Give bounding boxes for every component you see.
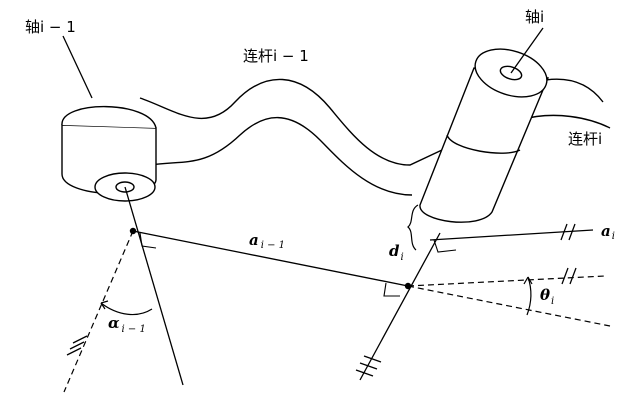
label-a-curr: ai xyxy=(601,222,615,242)
alpha-arrow xyxy=(100,300,109,310)
label-axis-curr: 轴i xyxy=(525,8,544,26)
link-prev-body xyxy=(139,78,443,196)
axis-curr-lower xyxy=(359,232,441,381)
common-normal-prev xyxy=(132,230,409,287)
theta-arrow xyxy=(523,276,533,285)
cylinder-prev xyxy=(61,105,157,202)
axis-prev-lower xyxy=(124,186,184,386)
theta-arc xyxy=(526,276,532,316)
axis-prev-upper xyxy=(62,35,93,99)
label-d-curr: di xyxy=(389,242,404,263)
label-theta: θi xyxy=(540,286,554,307)
origin-curr xyxy=(404,282,412,290)
right-angle-markers xyxy=(139,232,457,297)
common-normal-curr xyxy=(429,229,594,241)
cylinder-curr xyxy=(419,48,549,223)
label-link-prev: 连杆i − 1 xyxy=(243,47,309,65)
alpha-arc xyxy=(100,302,153,316)
label-link-curr: 连杆i xyxy=(568,130,602,148)
axis-curr-upper xyxy=(510,27,544,74)
origin-prev xyxy=(129,227,137,235)
hash-marks xyxy=(66,223,577,377)
label-axis-prev: 轴i − 1 xyxy=(25,18,76,36)
d-brace xyxy=(407,204,419,251)
